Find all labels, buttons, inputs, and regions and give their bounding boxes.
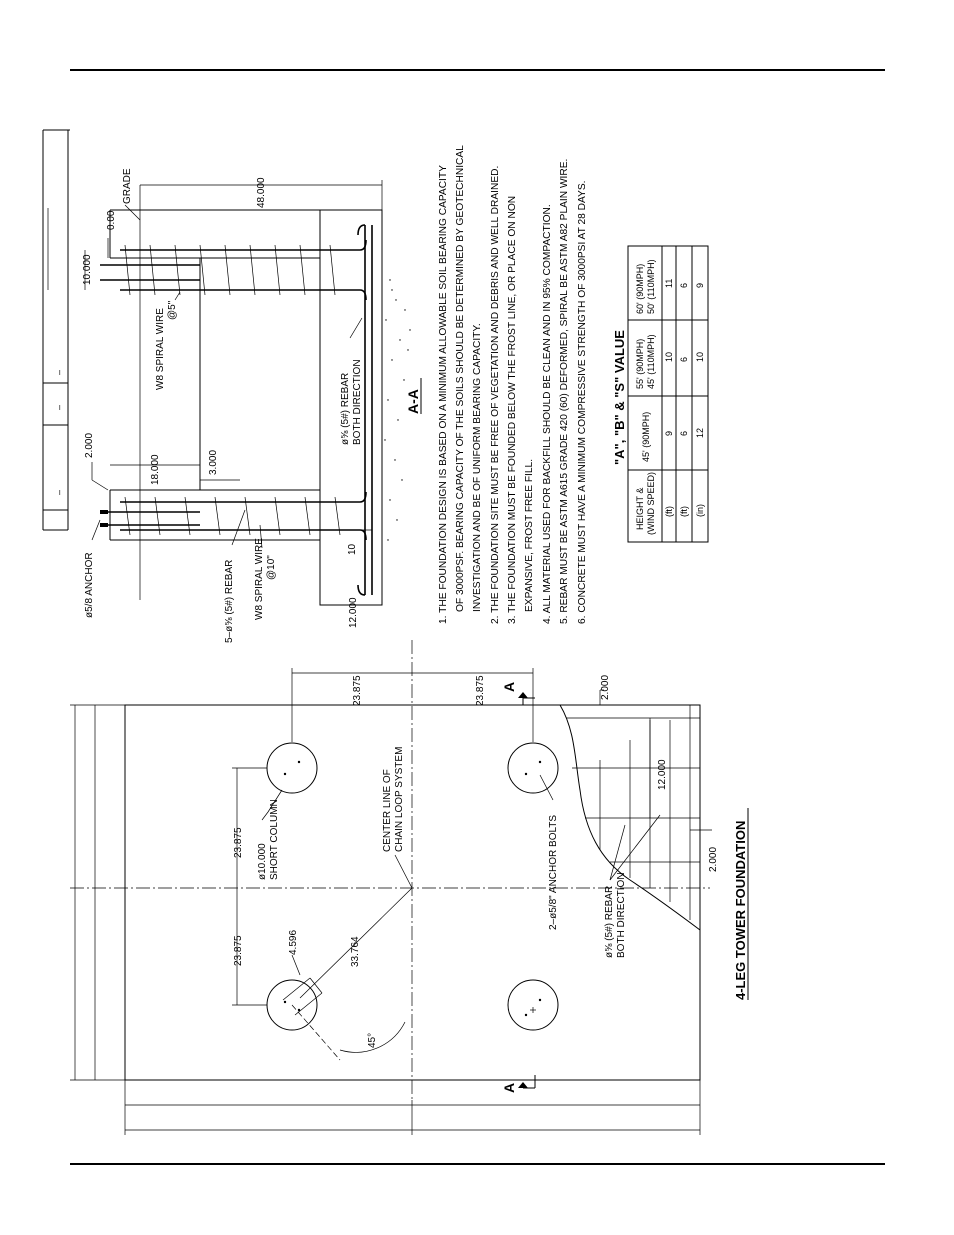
- center-line-label-2: CHAIN LOOP SYSTEM: [394, 747, 405, 852]
- soil-stipple: [384, 279, 411, 541]
- anchor-bolts-label: 2–ø5/8" ANCHOR BOLTS: [548, 815, 559, 930]
- plan-view: 23.875 23.875 23.875 23.875 ø10.000 SHOR…: [70, 640, 749, 1135]
- center-line-label-1: CENTER LINE OF: [382, 769, 393, 852]
- table-cell: 10: [664, 352, 674, 362]
- note-line-3: INVESTIGATION AND BE OF UNIFORM BEARING …: [472, 323, 483, 612]
- table-header-col3-a: 60' (90MPH): [635, 264, 645, 314]
- bottom-rule: [70, 1163, 885, 1165]
- grade-label: GRADE: [122, 168, 133, 204]
- section-mark-top: A: [501, 682, 535, 705]
- spiral-bottom-label-2: @10": [266, 555, 277, 580]
- dim-10: 10: [347, 543, 358, 555]
- table-cell: 11: [664, 279, 674, 288]
- table-cell: (ft): [679, 506, 689, 517]
- plan-rebar-label-1: ø⅝ (5#) REBAR: [604, 886, 615, 958]
- section-title: A-A: [405, 389, 421, 414]
- dim-plan-2000-a: 2.000: [600, 675, 611, 700]
- note-line-1: 1. THE FOUNDATION DESIGN IS BASED ON A M…: [438, 165, 449, 624]
- title-block-label-c: –: [54, 370, 64, 375]
- short-column-label: SHORT COLUMN: [269, 799, 280, 880]
- note-line-4: 2. THE FOUNDATION SITE MUST BE FREE OF V…: [490, 166, 501, 624]
- rebar-cutaway: [559, 704, 701, 931]
- value-table: "A", "B" & "S" VALUE HEIGHT & (WIND SPEE…: [612, 245, 709, 543]
- table-header-col3-b: 50' (110MPH): [646, 259, 656, 314]
- table-cell: 6: [679, 357, 689, 362]
- dim-10000-top: 10.000: [82, 254, 93, 285]
- spiral-bottom-label-1: W8 SPIRAL WIRE: [254, 538, 265, 620]
- table-cell: (in): [695, 504, 705, 517]
- dim-section-2000: 2.000: [84, 433, 95, 458]
- section-rebar-label-1: ø⅝ (5#) REBAR: [340, 373, 351, 445]
- dim-plan-12000: 12.000: [657, 759, 668, 790]
- table-title: "A", "B" & "S" VALUE: [612, 330, 627, 465]
- dim-000: 0.00: [106, 210, 117, 230]
- slab-outline: [124, 704, 701, 1081]
- dim-top-right: 23.875: [475, 675, 486, 706]
- plan-rebar-label-2: BOTH DIRECTION: [616, 872, 627, 958]
- dim-33764: 33.764: [350, 936, 361, 967]
- table-header-col2-b: 45' (110MPH): [646, 334, 656, 389]
- table-header-height: HEIGHT &: [635, 488, 645, 530]
- dim-top-left: 23.875: [352, 675, 363, 706]
- table-cell: 6: [679, 431, 689, 436]
- dim-18000: 18.000: [150, 454, 161, 485]
- dim-section-12000: 12.000: [348, 597, 359, 628]
- table-header-wind: (WIND SPEED): [646, 472, 656, 535]
- note-line-6: EXPANSIVE, FROST FREE FILL.: [524, 459, 535, 612]
- table-cell: 10: [695, 352, 705, 362]
- svg-text:A: A: [501, 1083, 517, 1093]
- note-line-7: 4. ALL MATERIAL USED FOR BACKFILL SHOULD…: [542, 204, 553, 624]
- table-cell: 12: [695, 428, 705, 438]
- table-cell: 9: [664, 431, 674, 436]
- dim-3000: 3.000: [208, 450, 219, 475]
- dim-4596: 4.596: [288, 930, 299, 955]
- table-cell: 9: [695, 283, 705, 288]
- table-header-col1: 45' (90MPH): [641, 412, 651, 462]
- angle-45: 45°: [367, 1033, 378, 1048]
- spiral-top-label-1: W8 SPIRAL WIRE: [155, 308, 166, 390]
- short-column-bottom-right: [507, 979, 559, 1031]
- dim-side-upper: 23.875: [233, 827, 244, 858]
- short-column-size: ø10.000: [257, 843, 268, 880]
- dim-side-lower: 23.875: [233, 935, 244, 966]
- title-block-label-b: –: [54, 405, 64, 410]
- table-cell: (ft): [664, 506, 674, 517]
- note-line-2: OF 3000PSF. BEARING CAPACITY OF THE SOIL…: [455, 145, 466, 612]
- table-header-col2-a: 55' (90MPH): [635, 339, 645, 389]
- note-line-9: 6. CONCRETE MUST HAVE A MINIMUM COMPRESS…: [577, 181, 588, 624]
- spiral-top-label-2: @5": [167, 300, 178, 320]
- section-mark-bottom: A: [501, 1075, 536, 1093]
- anchor-label: ø5/8 ANCHOR: [84, 552, 95, 618]
- note-line-8: 5. REBAR MUST BE ASTM A615 GRADE 420 (60…: [559, 159, 570, 624]
- table-cell: 6: [679, 283, 689, 288]
- note-line-5: 3. THE FOUNDATION MUST BE FOUNDED BELOW …: [507, 196, 518, 624]
- svg-text:A: A: [501, 682, 517, 692]
- short-column-top-left: [266, 742, 318, 794]
- general-notes: 1. THE FOUNDATION DESIGN IS BASED ON A M…: [438, 145, 588, 624]
- rebar-5-label: 5–ø⅝ (5#) REBAR: [224, 560, 235, 643]
- short-column-top-right: [507, 742, 559, 794]
- dim-plan-2000-b: 2.000: [708, 847, 719, 872]
- plan-title: 4-LEG TOWER FOUNDATION: [733, 821, 748, 1000]
- title-block-label-a: –: [54, 490, 64, 495]
- section-rebar-label-2: BOTH DIRECTION: [352, 359, 363, 445]
- title-block-strip: – – –: [42, 129, 70, 531]
- top-rule: [70, 69, 885, 71]
- section-a-a: 48.000 GRADE 0.00 10.000 W8 SPIRAL WIRE …: [82, 168, 422, 643]
- dim-48000: 48.000: [256, 177, 267, 208]
